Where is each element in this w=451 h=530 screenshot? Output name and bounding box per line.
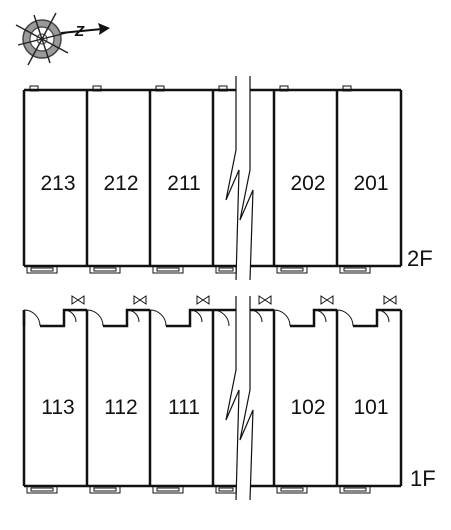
compass-rose-icon: Z xyxy=(15,12,110,66)
unit-label-102: 102 xyxy=(290,396,325,419)
door-swings-1f xyxy=(23,309,390,327)
floor-1f xyxy=(22,308,403,488)
break-line-1f xyxy=(225,296,254,501)
floor-label-2f: 2F xyxy=(407,246,433,271)
unit-label-113: 113 xyxy=(41,396,74,419)
balcony-rails-1f xyxy=(26,485,371,494)
unit-label-112: 112 xyxy=(104,396,137,419)
unit-label-211: 211 xyxy=(167,172,200,195)
unit-label-101: 101 xyxy=(353,396,388,419)
unit-label-111: 111 xyxy=(168,396,200,419)
unit-label-201: 201 xyxy=(353,172,388,195)
meter-boxes-1f xyxy=(71,295,397,305)
unit-label-202: 202 xyxy=(290,172,325,195)
unit-label-213: 213 xyxy=(40,172,75,195)
break-line-2f xyxy=(225,76,254,281)
compass-north-letter: Z xyxy=(74,23,85,40)
unit-label-212: 212 xyxy=(103,172,138,195)
floor-2f xyxy=(22,88,403,268)
floor-label-1f: 1F xyxy=(410,466,436,491)
